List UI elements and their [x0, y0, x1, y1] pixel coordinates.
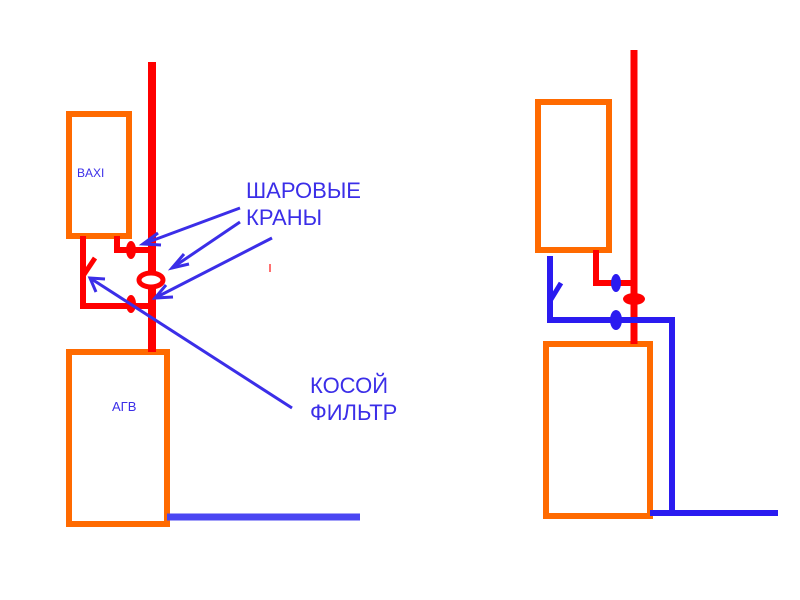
lower-boiler — [543, 341, 653, 519]
ball-valve-middle — [136, 270, 166, 290]
riser-valve — [623, 293, 645, 305]
upper-boiler — [535, 99, 612, 253]
filter-label-line2: ФИЛЬТР — [310, 400, 397, 425]
filter-arrow — [87, 276, 293, 410]
cold-oblique-filter — [547, 281, 564, 303]
cold-valve-lower — [610, 310, 622, 330]
agv-boiler — [66, 349, 170, 527]
ball-valves-label-line1: ШАРОВЫЕ — [246, 178, 361, 203]
baxi-supply-branch — [114, 236, 152, 253]
agv-label: АГВ — [112, 399, 136, 414]
cold-loop — [547, 256, 778, 516]
ball-valves-arrows — [138, 206, 273, 300]
left-scheme: BAXI АГВ ШАРОВЫЕ КРАНЫ КОСОЙ ФИЛЬТР — [66, 62, 397, 527]
oblique-filter — [80, 256, 98, 278]
filter-label-line1: КОСОЙ — [310, 373, 388, 398]
upper-boiler-hot-branch — [593, 250, 634, 286]
baxi-label: BAXI — [77, 166, 104, 180]
baxi-boiler — [66, 111, 132, 239]
cold-valve-upper — [611, 274, 621, 292]
ball-valves-label-line2: КРАНЫ — [246, 205, 322, 230]
right-scheme — [535, 50, 778, 519]
ball-valve-upper — [126, 241, 136, 259]
